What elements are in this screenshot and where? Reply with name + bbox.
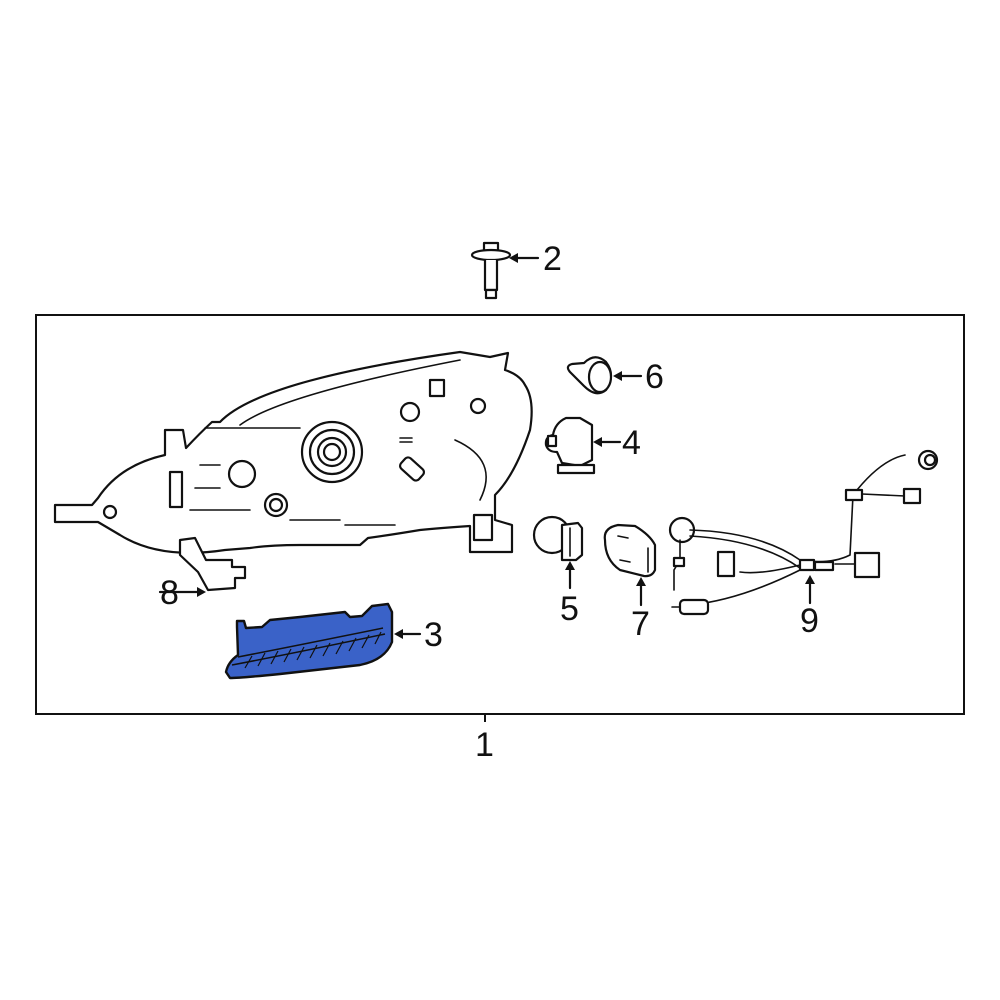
callout-5[interactable]: 5 xyxy=(560,590,579,628)
bolt-icon[interactable] xyxy=(470,241,512,300)
callout-4[interactable]: 4 xyxy=(622,424,641,462)
callout-8[interactable]: 8 xyxy=(160,574,179,612)
callout-2[interactable]: 2 xyxy=(543,240,562,278)
callout-3[interactable]: 3 xyxy=(424,616,443,654)
callout-1[interactable]: 1 xyxy=(475,726,494,764)
assembly-frame xyxy=(35,314,965,715)
bracket-icon[interactable] xyxy=(178,536,247,592)
wiring-harness-icon[interactable] xyxy=(668,449,939,616)
headlamp-housing-icon[interactable] xyxy=(53,350,533,554)
callout-9[interactable]: 9 xyxy=(800,602,819,640)
fog-lamp-garnish-icon[interactable] xyxy=(224,602,394,680)
bulb-7-icon[interactable] xyxy=(603,523,657,578)
bulb-small-icon[interactable] xyxy=(566,356,613,395)
callout-6[interactable]: 6 xyxy=(645,358,664,396)
bulb-5-icon[interactable] xyxy=(532,515,584,562)
callout-7[interactable]: 7 xyxy=(631,605,650,643)
socket-icon[interactable] xyxy=(544,416,596,475)
